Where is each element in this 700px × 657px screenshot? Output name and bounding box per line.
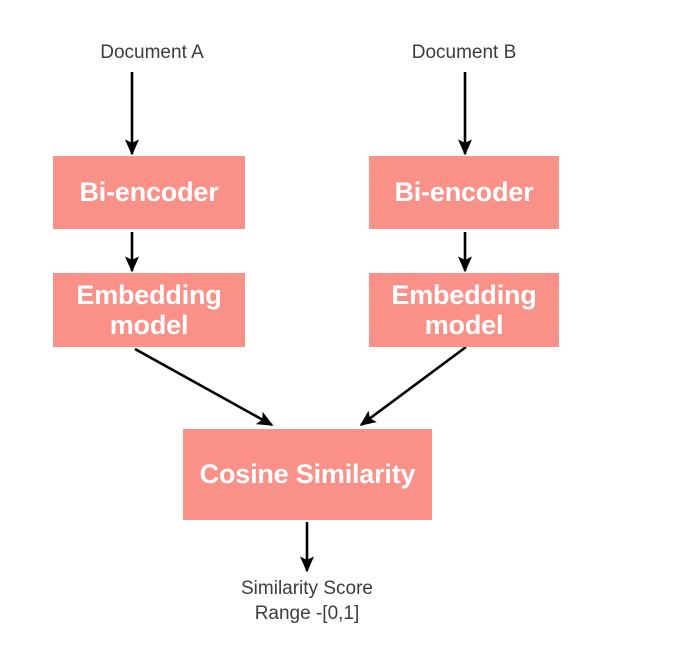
node-bi-encoder-left-label: Bi-encoder <box>79 177 219 208</box>
node-embedding-model-right[interactable]: Embedding model <box>369 273 559 347</box>
node-bi-encoder-right-label: Bi-encoder <box>394 177 534 208</box>
arrow-embedding-model-left-to-cosine-similarity <box>134 347 274 427</box>
label-document-a: Document A <box>100 42 204 63</box>
node-cosine-similarity-label: Cosine Similarity <box>199 459 416 490</box>
arrow-embedding-model-right-to-cosine-similarity <box>359 345 467 427</box>
node-bi-encoder-right[interactable]: Bi-encoder <box>369 156 559 229</box>
node-embedding-model-left-label: Embedding model <box>76 279 222 340</box>
label-document-b: Document B <box>411 42 517 63</box>
node-embedding-model-left[interactable]: Embedding model <box>53 273 245 347</box>
label-similarity-score: Similarity Score Range -[0,1] <box>241 578 373 625</box>
node-bi-encoder-left[interactable]: Bi-encoder <box>53 156 245 229</box>
node-embedding-model-right-label: Embedding model <box>391 279 537 340</box>
node-cosine-similarity[interactable]: Cosine Similarity <box>183 429 432 520</box>
